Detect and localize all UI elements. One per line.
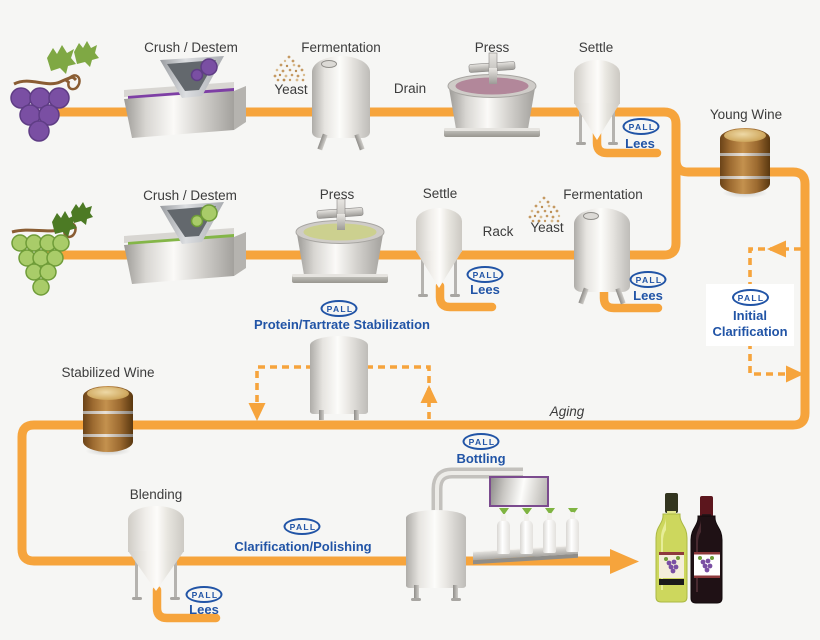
settle-tank-red (574, 60, 620, 150)
label-drain: Drain (393, 81, 427, 96)
arrowhead-ic-in (767, 240, 786, 258)
tank-port-icon (583, 212, 599, 220)
lees-stub-white-ferm (599, 285, 663, 313)
fermentation-tank-red (312, 56, 370, 154)
grape-bunch-green (11, 202, 93, 296)
label-clarification-polishing: Clarification/Polishing (234, 539, 372, 554)
label-settle-white: Settle (422, 186, 458, 201)
crusher-red (124, 56, 246, 138)
label-press-white: Press (319, 187, 355, 202)
stabilized-wine-barrel (83, 386, 133, 456)
blending-tank (128, 506, 184, 602)
label-crush-destem-white: Crush / Destem (143, 188, 237, 203)
filler-bottle (566, 512, 579, 552)
flow-line-white-row (44, 150, 681, 260)
label-bottling: Bottling (456, 451, 506, 466)
initial-clarification-box: PALL Initial Clarification (706, 284, 794, 346)
label-lees-blending: Lees (189, 602, 219, 617)
filler-bottle (520, 514, 533, 554)
label-stabilized-wine: Stabilized Wine (61, 365, 155, 380)
arrowhead-ic-out (786, 365, 804, 383)
label-yeast-red: Yeast (274, 82, 308, 97)
label-press-red: Press (474, 40, 510, 55)
grape-bunch-red (10, 41, 99, 142)
filler-bottle (543, 513, 556, 553)
stabilization-tank (310, 336, 368, 422)
label-crush-destem-red: Crush / Destem (144, 40, 238, 55)
yeast-icon-red (273, 55, 306, 82)
label-protein-tartrate-stabilization: Protein/Tartrate Stabilization (253, 317, 431, 332)
flow-arrowhead-bottles (610, 549, 639, 574)
lees-stub-white-settle (435, 281, 497, 312)
filler-nozzle (499, 508, 509, 515)
pall-logo: PALL (185, 586, 223, 603)
label-fermentation-white: Fermentation (563, 187, 643, 202)
bottling-pipe-highlight (435, 471, 523, 519)
label-rack: Rack (482, 224, 514, 239)
fermentation-tank-white (574, 208, 630, 308)
young-wine-barrel (720, 128, 770, 198)
initial-clarification-label-line1: Initial (733, 308, 767, 323)
pall-logo: PALL (622, 118, 660, 135)
pall-logo: PALL (462, 433, 500, 450)
lees-stub-blending (152, 585, 221, 623)
settle-tank-white (416, 208, 462, 300)
label-yeast-white: Yeast (530, 220, 564, 235)
filler-bottle (497, 514, 510, 554)
tank-port-icon (321, 60, 337, 68)
final-wine-tank (406, 510, 466, 602)
initial-clarification-label-line2: Clarification (712, 324, 788, 339)
press-red (444, 52, 540, 137)
pall-logo: PALL (466, 266, 504, 283)
flow-line-main (17, 107, 810, 566)
label-lees-white-ferm: Lees (633, 288, 663, 303)
label-settle-red: Settle (578, 40, 614, 55)
label-young-wine: Young Wine (709, 107, 783, 122)
yeast-icon-white (528, 196, 561, 223)
label-fermentation-red: Fermentation (301, 40, 381, 55)
filler-nozzle (568, 508, 578, 515)
pall-logo: PALL (320, 300, 358, 317)
bottling-machine (489, 476, 549, 507)
label-blending: Blending (129, 487, 183, 502)
arrowhead-stab-down (248, 403, 266, 421)
crusher-white (124, 202, 246, 284)
label-aging: Aging (549, 404, 585, 419)
label-lees-white-settle: Lees (470, 282, 500, 297)
filler-nozzle (545, 508, 555, 515)
filler-nozzle (522, 508, 532, 515)
pall-logo: PALL (283, 518, 321, 535)
press-white (292, 198, 388, 283)
pall-logo: PALL (731, 289, 769, 306)
label-lees-red-settle: Lees (625, 136, 655, 151)
wine-bottle-white (655, 493, 688, 603)
arrowhead-stab-up (420, 385, 438, 403)
pall-logo: PALL (629, 271, 667, 288)
wine-bottle-red (690, 496, 723, 604)
lees-stub-red-settle (592, 125, 662, 158)
